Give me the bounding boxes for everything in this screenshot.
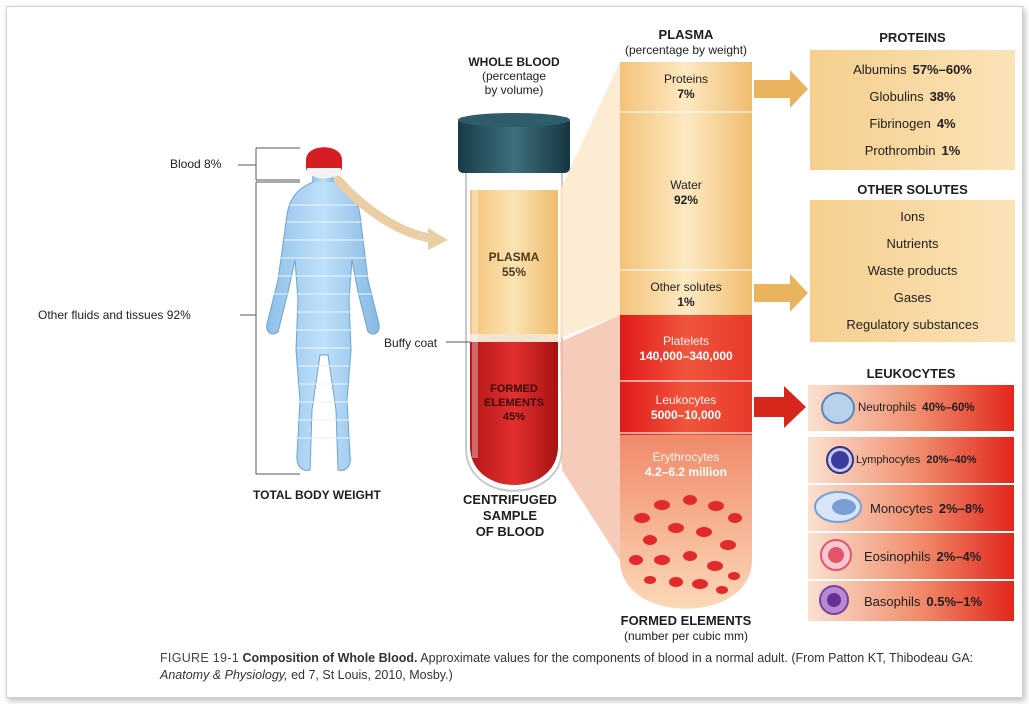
solutes-arrow — [754, 274, 808, 312]
plasma-column-title: PLASMA — [610, 28, 762, 42]
solute-item: Regulatory substances — [810, 314, 1015, 334]
other-tissues-label: Other fluids and tissues 92% — [38, 308, 191, 322]
proteins-list: Albumins 57%–60% Globulins 38% Fibrinogen 4… — [810, 50, 1015, 170]
protein-name: Prothrombin — [865, 143, 936, 158]
col-erythrocytes-value: 4.2–6.2 million — [620, 465, 752, 479]
leukocyte-value: 0.5%–1% — [926, 594, 982, 609]
leukocyte-value: 20%–40% — [926, 454, 976, 466]
centrifuged-tube — [446, 113, 570, 491]
col-solutes-label: Other solutes — [620, 280, 752, 294]
figure-caption: FIGURE 19-1 Composition of Whole Blood. … — [160, 650, 980, 684]
formed-elements-subtitle: (number per cubic mm) — [596, 629, 776, 643]
figure-title: Composition of Whole Blood. — [243, 651, 418, 665]
body-brackets — [238, 148, 300, 474]
whole-blood-sub-2: by volume) — [444, 83, 584, 97]
leukocyte-row: Eosinophils 2%–4% — [864, 547, 1014, 565]
tube-plasma-label: PLASMA — [470, 250, 558, 264]
centrifuged-caption-1: CENTRIFUGED — [440, 492, 580, 508]
blood-percent-label: Blood 8% — [170, 157, 221, 171]
human-body-figure — [267, 147, 380, 470]
leukocyte-row: Monocytes 2%–8% — [870, 499, 1014, 517]
protein-value: 57%–60% — [913, 62, 972, 77]
other-solutes-title: OTHER SOLUTES — [810, 183, 1015, 197]
figure-book: Anatomy & Physiology, — [160, 668, 288, 682]
centrifuged-caption-2: SAMPLE — [440, 508, 580, 524]
solute-item: Ions — [810, 206, 1015, 226]
leukocyte-value: 40%–60% — [922, 402, 974, 414]
leukocyte-value: 2%–4% — [937, 549, 982, 564]
leukocytes-list: Neutrophils 40%–60% Lymphocytes 20%–40% Mo… — [808, 385, 1014, 625]
protein-row: Albumins 57%–60% — [810, 58, 1015, 80]
protein-value: 4% — [937, 116, 956, 131]
tube-formed-label-1: FORMED — [470, 382, 558, 396]
leukocyte-row: Basophils 0.5%–1% — [864, 592, 1014, 610]
col-platelets-label: Platelets — [620, 334, 752, 348]
protein-name: Fibrinogen — [869, 116, 930, 131]
col-erythrocytes-label: Erythrocytes — [620, 450, 752, 464]
figure-text: Approximate values for the components of… — [420, 651, 973, 665]
col-proteins-value: 7% — [620, 87, 752, 101]
leukocyte-name: Neutrophils — [858, 402, 916, 414]
tube-formed-label-2: ELEMENTS — [470, 396, 558, 410]
col-platelets-value: 140,000–340,000 — [620, 349, 752, 363]
col-proteins-label: Proteins — [620, 72, 752, 86]
tube-plasma-value: 55% — [470, 265, 558, 279]
whole-blood-sub-1: (percentage — [444, 69, 584, 83]
centrifuged-caption-3: OF BLOOD — [440, 524, 580, 540]
col-water-label: Water — [620, 178, 752, 192]
leukocyte-name: Lymphocytes — [856, 454, 920, 466]
buffy-coat-label: Buffy coat — [384, 336, 437, 350]
protein-row: Prothrombin 1% — [810, 139, 1015, 161]
figure-tail: ed 7, St Louis, 2010, Mosby.) — [291, 668, 453, 682]
leukocyte-value: 2%–8% — [939, 501, 984, 516]
leukocytes-title: LEUKOCYTES — [808, 367, 1014, 381]
plasma-column-subtitle: (percentage by weight) — [600, 43, 772, 57]
protein-value: 1% — [942, 143, 961, 158]
solute-item: Gases — [810, 287, 1015, 307]
total-body-weight-caption: TOTAL BODY WEIGHT — [253, 488, 381, 502]
protein-value: 38% — [930, 89, 956, 104]
col-leukocytes-value: 5000–10,000 — [620, 408, 752, 422]
tube-formed-value: 45% — [470, 410, 558, 424]
leukocyte-row: Neutrophils 40%–60% — [858, 399, 1014, 417]
leukocytes-arrow — [754, 386, 806, 428]
col-water-value: 92% — [620, 193, 752, 207]
solute-item: Nutrients — [810, 233, 1015, 253]
leukocyte-name: Basophils — [864, 594, 920, 609]
whole-blood-title: WHOLE BLOOD — [444, 55, 584, 69]
leukocyte-name: Monocytes — [870, 501, 933, 516]
leukocyte-row: Lymphocytes 20%–40% — [856, 451, 1014, 469]
solute-item: Waste products — [810, 260, 1015, 280]
col-leukocytes-label: Leukocytes — [620, 393, 752, 407]
proteins-arrow — [754, 70, 808, 108]
formed-elements-title: FORMED ELEMENTS — [596, 614, 776, 628]
leukocyte-name: Eosinophils — [864, 549, 931, 564]
col-solutes-value: 1% — [620, 295, 752, 309]
solutes-list: Ions Nutrients Waste products Gases Regu… — [810, 200, 1015, 342]
protein-name: Globulins — [869, 89, 923, 104]
protein-row: Globulins 38% — [810, 85, 1015, 107]
protein-row: Fibrinogen 4% — [810, 112, 1015, 134]
proteins-title: PROTEINS — [810, 31, 1015, 45]
protein-name: Albumins — [853, 62, 906, 77]
figure-number: FIGURE 19-1 — [160, 651, 239, 665]
